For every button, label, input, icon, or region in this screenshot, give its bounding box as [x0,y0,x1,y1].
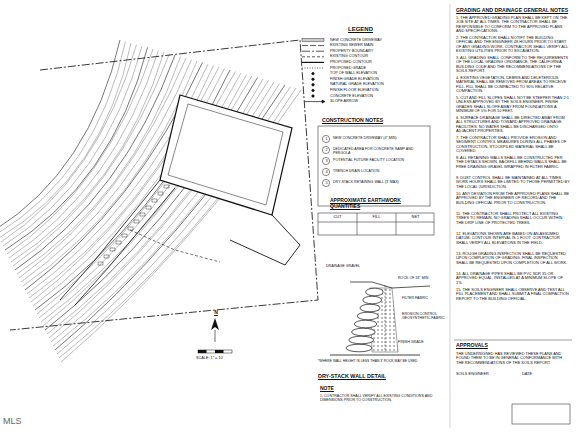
legend-entry: FINISH GRADE ELEVATION [330,77,440,81]
sheet-label: FINISH GRADE [398,340,438,344]
sheet-label: 15. THE SOILS ENGINEER SHALL OBSERVE AND… [456,288,570,301]
sheet-label: 11. THE CONTRACTOR SHALL PROTECT ALL EXI… [456,212,570,225]
sheet-label: SOILS ENGINEER [456,372,506,376]
sheet-label: 4 [324,170,329,174]
sheet-label: ROCK OF 18" MIN [398,276,446,280]
sheet-label: 1. THE APPROVED GRADING PLAN SHALL BE KE… [456,16,570,34]
legend-entry: PROPOSED CONTOUR [330,60,440,64]
sheet-label: LEGEND [348,26,408,33]
sheet-label: 5 [324,181,329,185]
sheet-label: CONSTRUCTION NOTES [322,118,422,124]
sheet-label: APPROVALS [456,343,536,349]
sheet-label: 5. CUT AND FILL SLOPES SHALL NOT BE STEE… [456,96,570,114]
legend-entry: CONCRETE ELEVATION [330,94,440,98]
sheet-label: 6. SURFACE DRAINAGE SHALL BE DIRECTED AW… [456,116,570,134]
sheet-label: 14. ALL DRAINAGE PIPES SHALL BE PVC SDR … [456,272,570,285]
legend-entry: EXISTING SEWER MAIN [330,43,440,47]
sheet-label: TRENCH DRAIN LOCATION [333,169,429,173]
sheet-label: 7. THE CONTRACTOR SHALL PROVIDE EROSION … [456,136,570,154]
sheet-label: 3. ALL GRADING SHALL CONFORM TO THE REQU… [456,56,570,74]
sheet-label: APPROXIMATE EARTHWORK QUANTITIES [330,198,410,210]
legend-entry: NATURAL GRADE ELEVATION [330,82,440,86]
legend-entry: TOP OF WALL ELEVATION [330,71,440,75]
sheet-label: THE UNDERSIGNED HAS REVIEWED THESE PLANS… [456,352,570,365]
sheet-label: NOTE [320,386,360,392]
sheet-label: POTENTIAL FUTURE FACILITY LOCATION [333,158,429,162]
sheet-label: 4. EXISTING VEGETATION, DEBRIS AND DELET… [456,76,570,94]
sheet-label: 3 [324,159,329,163]
sheet-label: 10. ANY DEVIATION FROM THE APPROVED PLAN… [456,192,570,205]
sheet-label: DRAINAGE GRAVEL [326,264,370,268]
sheet-label: DRY-STACK RETAINING WALL (3' MAX) [333,180,429,184]
sheet-label: 2 [324,148,329,152]
sheet-label: 1 [324,137,329,141]
legend-entry: PROPOSED GRADE [330,66,440,70]
sheet-label: 8. ALL RETAINING WALLS SHALL BE CONSTRUC… [456,156,570,169]
legend-entry: SLOPE ARROW [330,99,440,103]
legend-entry: EXISTING CONTOUR [330,54,440,58]
sheet-label: 13. ROUGH GRADING INSPECTION SHALL BE RE… [456,252,570,265]
sheet-label: DATE [522,372,562,376]
sheet-label: CUT [320,215,355,220]
legend-entry: NEW CONCRETE DRIVEWAY [330,38,440,42]
sheet-label: 12. ELEVATIONS SHOWN ARE BASED ON AN ASS… [456,232,570,245]
sheet-label: GRADING AND DRAINAGE GENERAL NOTES [456,8,570,14]
sheet-label: 1. CONTRACTOR SHALL VERIFY ALL EXISTING … [320,394,446,402]
sheet-label: N [212,310,220,316]
sheet-label: MLS [3,416,33,426]
sheet-label: *WHERE WALL HEIGHT IS LESS THAN 3' ROCK … [318,360,438,364]
sheet-label: SCALE: 1" = 10' [196,356,246,360]
sheet-label: NEW CONCRETE DRIVEWAY (4" MIN) [333,136,429,140]
sheet-label: NET [398,215,433,220]
sheet-label: FILL [359,215,394,220]
sheet-label: EROSION CONTROL GEOSYNTHETIC FABRIC [402,312,448,320]
sheet-label: 2. THE CONTRACTOR SHALL NOTIFY THE BUILD… [456,36,570,54]
sheet-label: DEDICATED AREA FOR CONCRETE RAMP AND PER… [333,147,429,155]
sheet-label: DRY-STACK WALL DETAIL [318,373,428,379]
sheet-label: FILTER FABRIC [402,296,446,300]
legend-entry: FINISH FLOOR ELEVATION [330,88,440,92]
sheet-label: 9. DUST CONTROL SHALL BE MAINTAINED AT A… [456,176,570,189]
legend-entry: PROPERTY BOUNDARY [330,49,440,53]
